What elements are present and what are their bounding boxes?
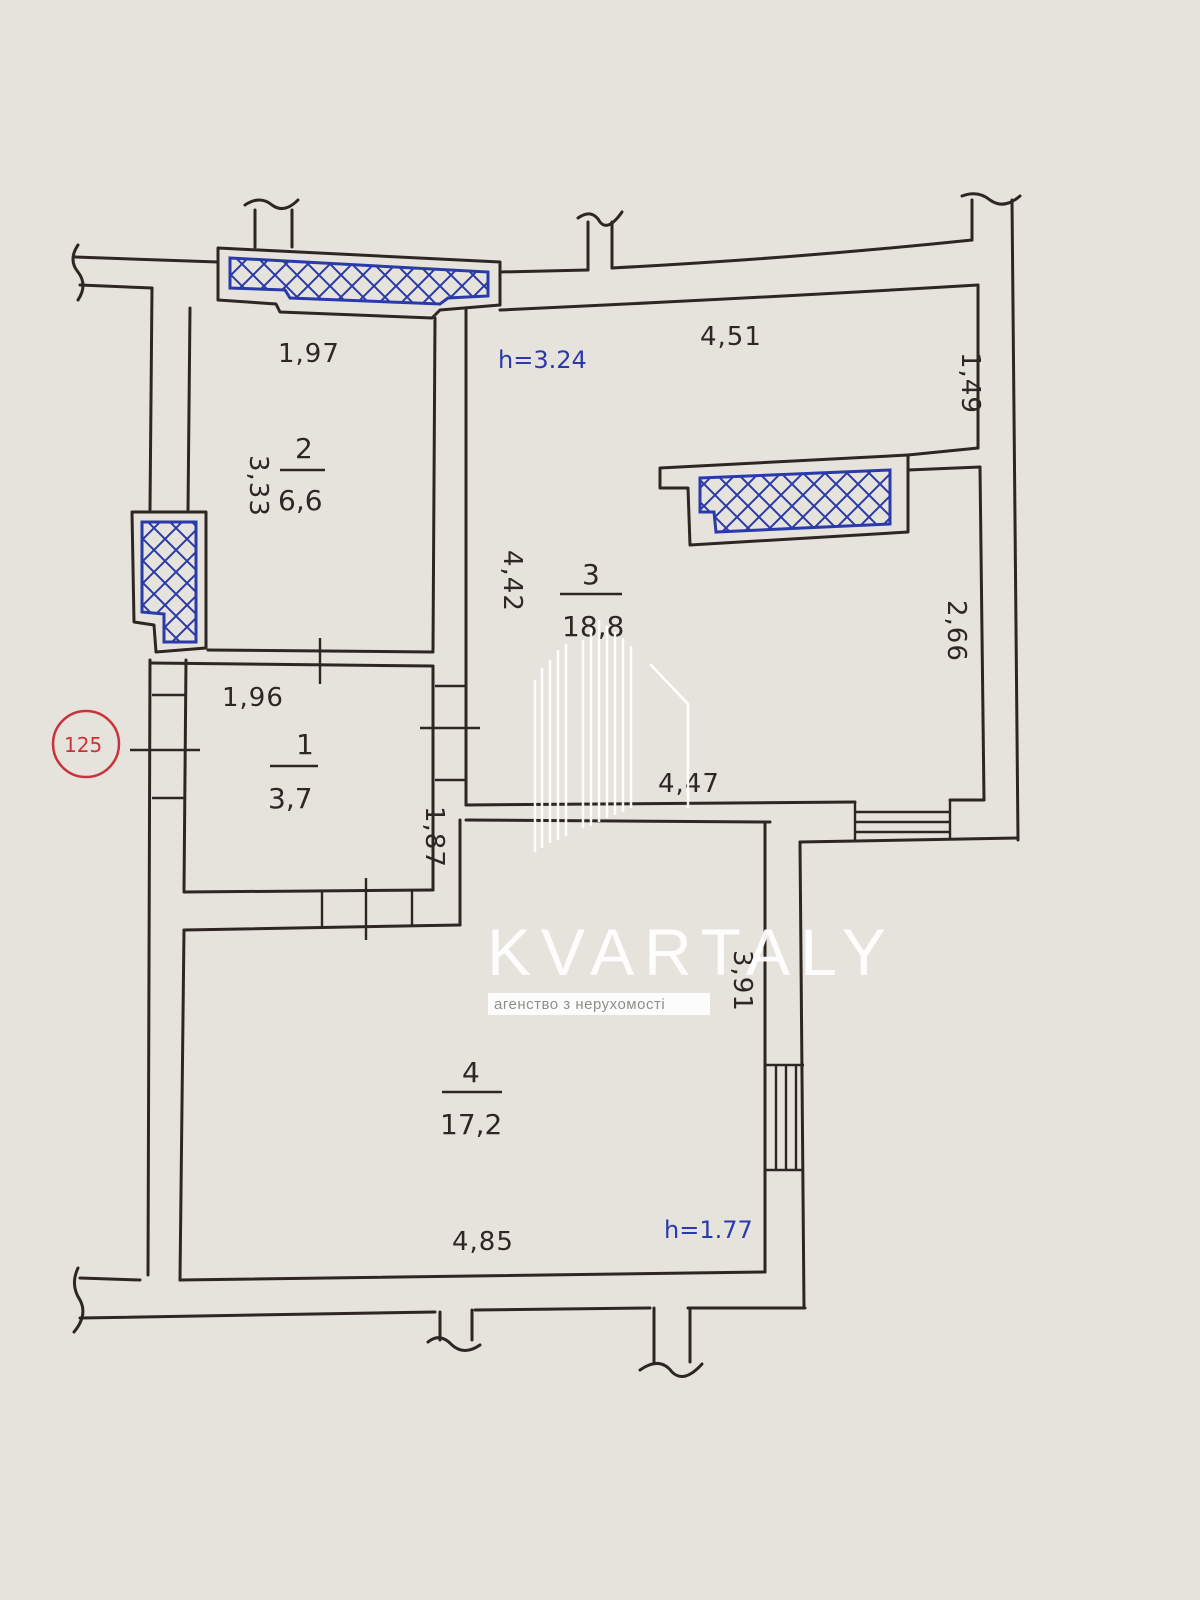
room1-area: 3,7 bbox=[268, 782, 313, 815]
ceiling-height-top: h=3.24 bbox=[498, 346, 587, 374]
dim-r2-left: 3,33 bbox=[243, 455, 273, 517]
watermark-brand: KVARTALY bbox=[487, 915, 896, 989]
dim-r4-right: 3,91 bbox=[727, 950, 757, 1012]
room2-number: 2 bbox=[295, 432, 313, 465]
vent-shaft-top bbox=[216, 246, 502, 320]
ceiling-height-bottom: h=1.77 bbox=[664, 1216, 753, 1244]
room2-area: 6,6 bbox=[278, 484, 323, 517]
watermark-tagline: агенство з нерухомості bbox=[494, 996, 665, 1013]
watermark-tagline-box bbox=[488, 993, 710, 1015]
dim-r3-right-lower: 2,66 bbox=[941, 600, 971, 662]
dim-r1-right: 1,87 bbox=[419, 806, 449, 868]
room1-number: 1 bbox=[296, 728, 314, 761]
apartment-number-stamp: 125 bbox=[51, 709, 121, 779]
vent-shaft-room3 bbox=[658, 453, 910, 547]
room4-area: 17,2 bbox=[440, 1108, 502, 1141]
outer-walls bbox=[71, 192, 1022, 1378]
watermark-logo-mark bbox=[533, 620, 690, 852]
dim-r3-left: 4,42 bbox=[497, 550, 527, 612]
dim-r2-top: 1,97 bbox=[278, 339, 340, 369]
dim-r4-bottom: 4,85 bbox=[452, 1227, 514, 1257]
vent-shaft-left bbox=[130, 510, 208, 654]
stamp-number: 125 bbox=[64, 733, 102, 757]
dim-r3-right-upper: 1,49 bbox=[955, 352, 985, 414]
interior-walls bbox=[130, 308, 952, 1172]
room4-number: 4 bbox=[462, 1056, 480, 1089]
dim-r3-top: 4,51 bbox=[700, 322, 762, 352]
watermark-logo: KVARTALY агенство з нерухомості bbox=[487, 620, 896, 1015]
room3-number: 3 bbox=[582, 558, 600, 591]
dim-r1-top: 1,96 bbox=[222, 683, 284, 713]
